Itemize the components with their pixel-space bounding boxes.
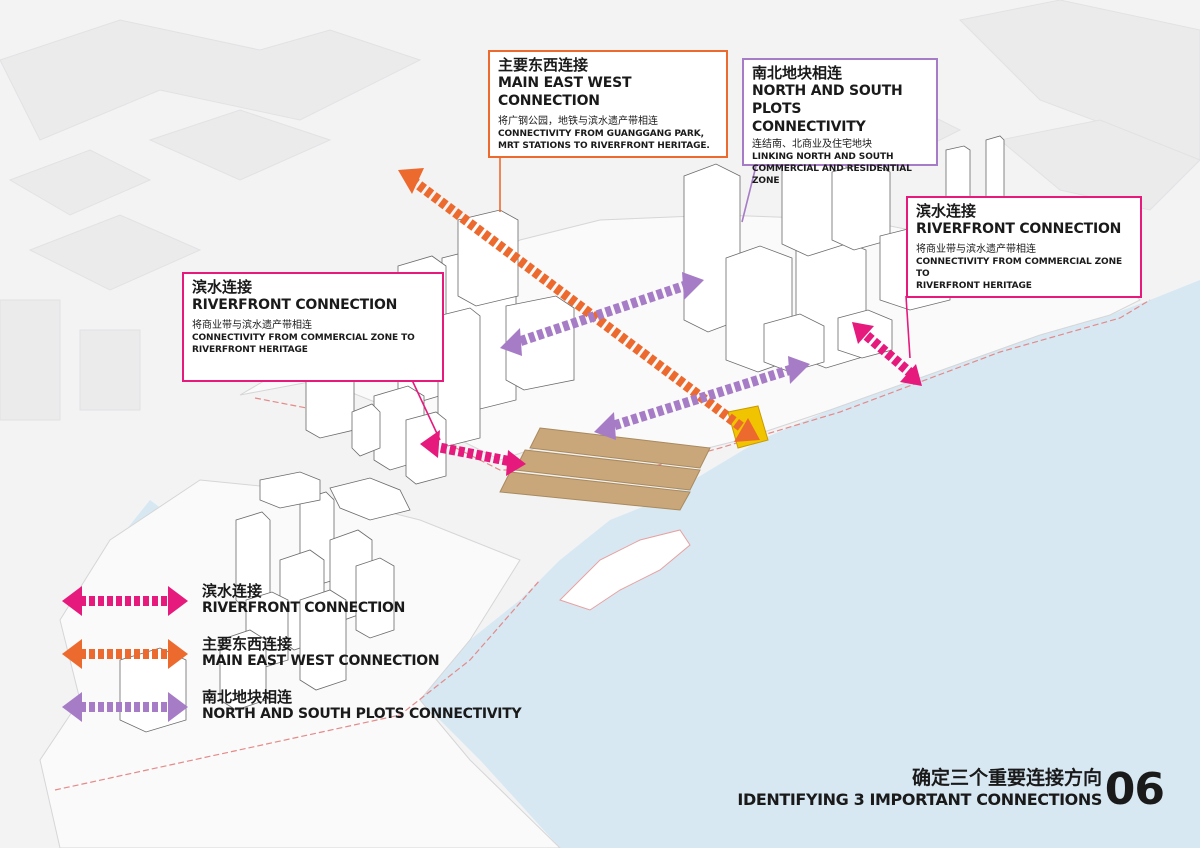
legend-label-en: RIVERFRONT CONNECTION: [202, 600, 406, 616]
legend-label-cn: 主要东西连接: [202, 635, 293, 653]
callout-desc-cn: 将广钢公园，地铁与滨水遗产带相连: [498, 116, 658, 127]
callout-riverfront-left: 滨水连接 RIVERFRONT CONNECTION 将商业带与滨水遗产带相连 …: [182, 272, 444, 382]
callout-desc-en-line2: COMMERCIAL AND RESIDENTIAL ZONE: [752, 164, 912, 186]
callout-desc-en-line1: CONNECTIVITY FROM COMMERCIAL ZONE TO: [192, 333, 415, 343]
callout-title-cn: 南北地块相连: [752, 64, 843, 82]
callout-desc-en-line1: CONNECTIVITY FROM COMMERCIAL ZONE TO: [916, 257, 1123, 279]
legend-label-en: NORTH AND SOUTH PLOTS CONNECTIVITY: [202, 706, 522, 722]
callout-title-cn: 滨水连接: [916, 202, 977, 220]
callout-title-cn: 滨水连接: [192, 278, 253, 296]
island: [559, 529, 691, 611]
callout-main-east-west: 主要东西连接 MAIN EAST WEST CONNECTION 将广钢公园，地…: [488, 50, 728, 158]
callout-pointers: [411, 158, 911, 441]
footer-title-en: IDENTIFYING 3 IMPORTANT CONNECTIONS: [737, 790, 1102, 809]
callout-title-en: RIVERFRONT CONNECTION: [916, 221, 1122, 237]
callout-desc-en-line1: CONNECTIVITY FROM GUANGGANG PARK,: [498, 129, 704, 139]
callout-desc-cn: 将商业带与滨水遗产带相连: [916, 244, 1036, 255]
callout-title-en-line2: CONNECTIVITY: [752, 119, 866, 135]
page-number: 06: [1104, 764, 1165, 815]
legend-label-en: MAIN EAST WEST CONNECTION: [202, 653, 440, 669]
callout-riverfront-right: 滨水连接 RIVERFRONT CONNECTION 将商业带与滨水遗产带相连 …: [906, 196, 1142, 298]
callout-title-en: MAIN EAST WEST CONNECTION: [498, 75, 632, 109]
callout-desc-en-line2: RIVERFRONT HERITAGE: [192, 345, 308, 355]
river-water: [420, 280, 1200, 848]
legend-swatch-east-west: [62, 639, 188, 669]
callout-desc-en-line2: MRT STATIONS TO RIVERFRONT HERITAGE.: [498, 141, 710, 151]
legend-label-cn: 滨水连接: [202, 582, 263, 600]
legend-swatch-north-south: [62, 692, 188, 722]
legend-item-north-south: 南北地块相连 NORTH AND SOUTH PLOTS CONNECTIVIT…: [62, 686, 522, 732]
callout-desc-cn: 将商业带与滨水遗产带相连: [192, 320, 312, 331]
footer-title-cn: 确定三个重要连接方向: [911, 767, 1102, 789]
callout-title-en: RIVERFRONT CONNECTION: [192, 297, 398, 313]
callout-desc-en-line2: RIVERFRONT HERITAGE: [916, 281, 1032, 291]
legend-item-riverfront: 滨水连接 RIVERFRONT CONNECTION: [62, 580, 502, 626]
legend-label-cn: 南北地块相连: [202, 688, 293, 706]
legend-swatch-riverfront: [62, 586, 188, 616]
connection-arrows: [398, 168, 922, 476]
legend-item-east-west: 主要东西连接 MAIN EAST WEST CONNECTION: [62, 633, 502, 679]
callout-title-en-line1: NORTH AND SOUTH PLOTS: [752, 83, 903, 117]
footer-title: 确定三个重要连接方向 IDENTIFYING 3 IMPORTANT CONNE…: [737, 766, 1102, 810]
site-boundary: [54, 299, 1151, 791]
callout-title-cn: 主要东西连接: [498, 56, 589, 74]
callout-desc-en-line1: LINKING NORTH AND SOUTH: [752, 152, 894, 162]
callout-desc-cn: 连结南、北商业及住宅地块: [752, 139, 872, 150]
callout-north-south: 南北地块相连 NORTH AND SOUTH PLOTS CONNECTIVIT…: [742, 58, 938, 186]
